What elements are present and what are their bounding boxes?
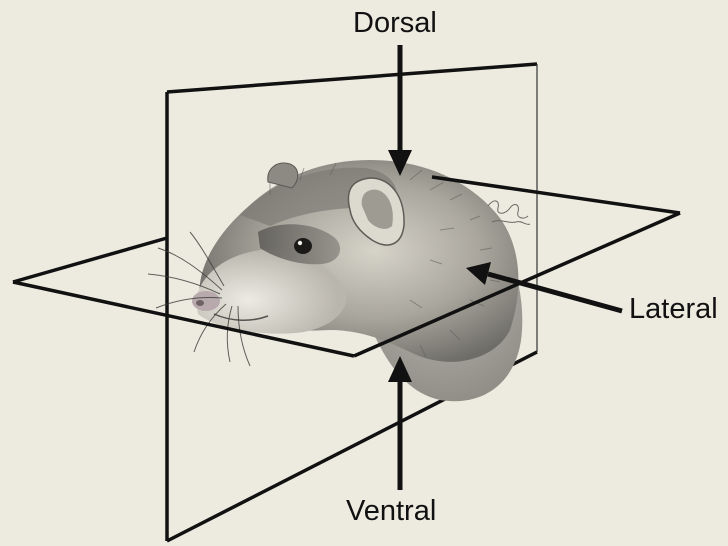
ferret-nose: [192, 291, 220, 311]
dorsal-arrow: [388, 45, 412, 176]
ferret-eye: [294, 238, 312, 254]
label-ventral: Ventral: [346, 497, 436, 526]
ferret-illustration: [148, 160, 530, 401]
label-dorsal: Dorsal: [353, 9, 437, 38]
label-lateral: Lateral: [629, 295, 718, 324]
ventral-arrow: [388, 356, 412, 490]
ferret-eye-highlight: [298, 241, 302, 245]
ferret-ear-back: [268, 163, 298, 188]
ferret-nostril: [196, 300, 204, 306]
